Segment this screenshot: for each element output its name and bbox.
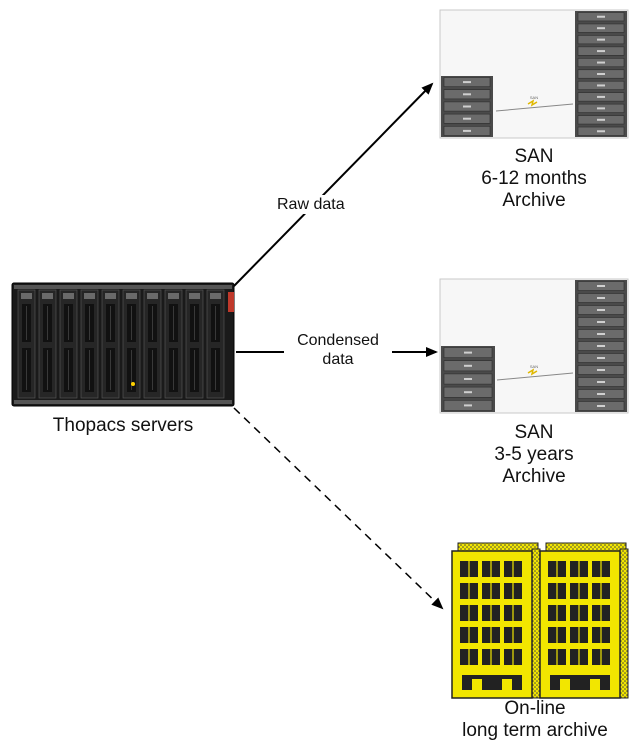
san-mid-duration: 3-5 years	[494, 444, 574, 465]
servers-label: Thopacs servers	[52, 415, 194, 436]
svg-text:SAN: SAN	[530, 95, 538, 100]
san-mid-title: SAN	[514, 422, 554, 443]
condensed-data-label-line2: data	[322, 351, 354, 368]
longterm-label: On-line long term archive	[430, 698, 640, 742]
raw-data-label: Raw data	[273, 195, 349, 214]
condensed-data-label-line1: Condensed	[297, 332, 379, 349]
san-short-duration: 6-12 months	[481, 168, 587, 189]
condensed-data-label: Condensed data	[284, 331, 392, 369]
san-storage-icon: SAN	[439, 278, 629, 414]
long-term-dashed-arrow	[233, 407, 444, 610]
svg-text:SAN: SAN	[530, 364, 538, 369]
san-mid-archive: Archive	[502, 466, 566, 487]
server-rack-icon	[11, 282, 235, 407]
longterm-title: On-line	[504, 698, 566, 719]
san-short-archive: Archive	[502, 190, 566, 211]
longterm-subtitle: long term archive	[462, 720, 608, 741]
building-icon	[451, 542, 629, 699]
raw-data-arrow	[233, 82, 434, 287]
san-storage-icon: SAN	[439, 9, 629, 139]
san-mid-label: SAN 3-5 years Archive	[440, 422, 628, 488]
san-short-label: SAN 6-12 months Archive	[440, 146, 628, 212]
san-short-title: SAN	[514, 146, 554, 167]
